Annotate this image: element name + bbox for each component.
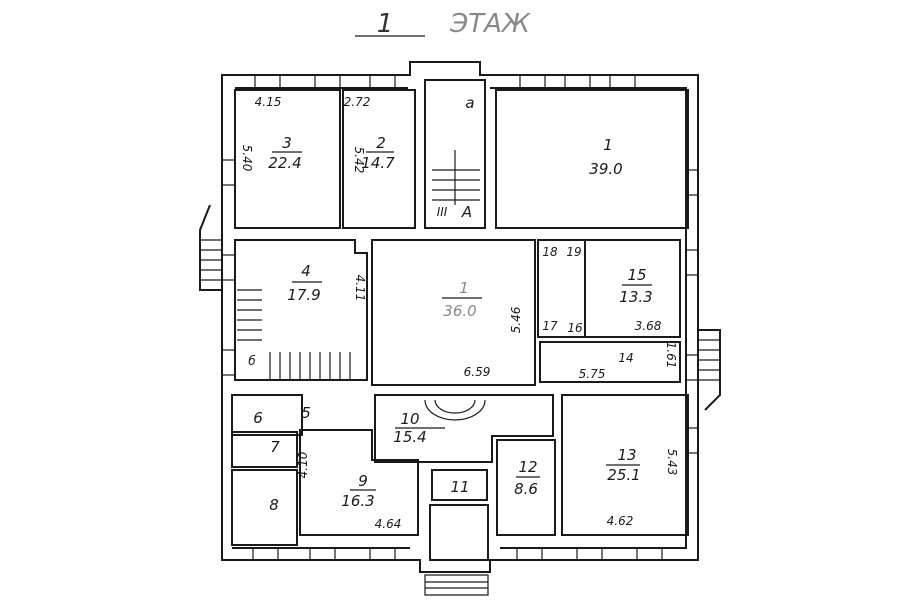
room-12-labels: 12 8.6 <box>514 458 540 498</box>
svg-text:б: б <box>248 354 256 368</box>
room-14-labels: 14 5.75 1.61 <box>579 342 678 381</box>
room-3 <box>234 89 341 229</box>
room-5-6 <box>231 394 303 436</box>
svg-text:18: 18 <box>542 245 558 259</box>
svg-text:16: 16 <box>567 321 583 335</box>
svg-text:a: a <box>465 94 474 112</box>
svg-text:1: 1 <box>603 136 613 154</box>
svg-text:1.61: 1.61 <box>664 342 678 369</box>
room-11 <box>431 469 488 501</box>
svg-text:14.7: 14.7 <box>361 154 395 172</box>
room-9-labels: 9 16.3 4.64 <box>341 472 401 531</box>
svg-text:7: 7 <box>270 438 280 456</box>
room-1-top-labels: 1 39.0 <box>589 136 622 178</box>
room-15 <box>584 239 681 338</box>
room-1-top <box>495 89 689 229</box>
svg-text:36.0: 36.0 <box>443 302 476 320</box>
svg-text:10: 10 <box>400 410 419 428</box>
svg-text:5.75: 5.75 <box>579 367 606 381</box>
room-10 <box>374 394 554 463</box>
stair-a <box>424 79 486 229</box>
svg-text:5.42: 5.42 <box>352 147 366 174</box>
svg-text:8: 8 <box>269 496 279 514</box>
svg-text:6.59: 6.59 <box>464 365 491 379</box>
svg-text:5.43: 5.43 <box>665 449 679 476</box>
room-7 <box>231 431 298 468</box>
room-3-labels: 3 22.4 4.15 5.40 <box>240 95 302 172</box>
svg-text:14: 14 <box>618 351 633 365</box>
room-13-labels: 13 25.1 5.43 4.62 <box>606 446 679 528</box>
svg-text:15.4: 15.4 <box>393 428 426 446</box>
svg-text:25.1: 25.1 <box>607 466 640 484</box>
svg-text:А: А <box>461 203 472 221</box>
svg-text:4.64: 4.64 <box>375 517 402 531</box>
wc-labels: 18 19 17 16 <box>542 245 583 335</box>
svg-text:13: 13 <box>617 446 636 464</box>
svg-text:39.0: 39.0 <box>589 160 622 178</box>
svg-text:3.68: 3.68 <box>635 319 662 333</box>
svg-text:5: 5 <box>301 404 311 422</box>
room-11-labels: 11 <box>450 478 469 496</box>
svg-text:2: 2 <box>376 134 386 152</box>
svg-text:12: 12 <box>518 458 537 476</box>
room-13 <box>561 394 689 536</box>
room-4 <box>234 239 368 381</box>
svg-text:9: 9 <box>358 472 368 490</box>
room-2 <box>342 89 416 229</box>
svg-text:5.40: 5.40 <box>240 145 254 172</box>
svg-text:8.6: 8.6 <box>514 480 538 498</box>
svg-text:4.10: 4.10 <box>296 451 310 478</box>
svg-text:19: 19 <box>566 245 581 259</box>
svg-text:4: 4 <box>301 262 311 280</box>
svg-text:4.62: 4.62 <box>607 514 634 528</box>
room-14 <box>539 341 681 383</box>
svg-text:22.4: 22.4 <box>268 154 301 172</box>
svg-text:4.15: 4.15 <box>255 95 282 109</box>
room-8 <box>231 469 298 546</box>
svg-text:17: 17 <box>542 319 558 333</box>
svg-text:1: 1 <box>459 279 469 297</box>
room-9 <box>299 429 419 536</box>
svg-text:13.3: 13.3 <box>619 288 652 306</box>
room-10-labels: 10 15.4 <box>393 410 445 446</box>
floor-number: 1 <box>377 9 394 39</box>
svg-text:6: 6 <box>253 409 263 427</box>
svg-text:15: 15 <box>627 266 646 284</box>
svg-text:5.46: 5.46 <box>509 306 523 333</box>
svg-text:17.9: 17.9 <box>287 286 320 304</box>
svg-text:11: 11 <box>450 478 469 496</box>
svg-text:16.3: 16.3 <box>341 492 374 510</box>
room-12 <box>496 439 556 536</box>
svg-text:3: 3 <box>282 134 292 152</box>
windows <box>221 74 699 561</box>
svg-text:III: III <box>437 205 448 219</box>
room-4-labels: 4 17.9 4.11 б <box>248 262 367 368</box>
room-1-center-labels: 1 36.0 5.46 6.59 <box>442 279 523 379</box>
room-1-center <box>371 239 536 386</box>
svg-text:4.11: 4.11 <box>353 275 367 302</box>
rooms-5-8-labels: 6 5 7 8 4.10 <box>253 404 311 514</box>
svg-text:2.72: 2.72 <box>344 95 371 109</box>
room-15-labels: 15 13.3 3.68 <box>619 266 661 333</box>
room-2-labels: 2 14.7 2.72 5.42 <box>344 95 396 173</box>
stairs <box>237 150 486 421</box>
room-walls <box>231 79 689 561</box>
stair-a-labels: a III А <box>437 94 475 221</box>
floor-word: ЭТАЖ <box>449 9 531 39</box>
